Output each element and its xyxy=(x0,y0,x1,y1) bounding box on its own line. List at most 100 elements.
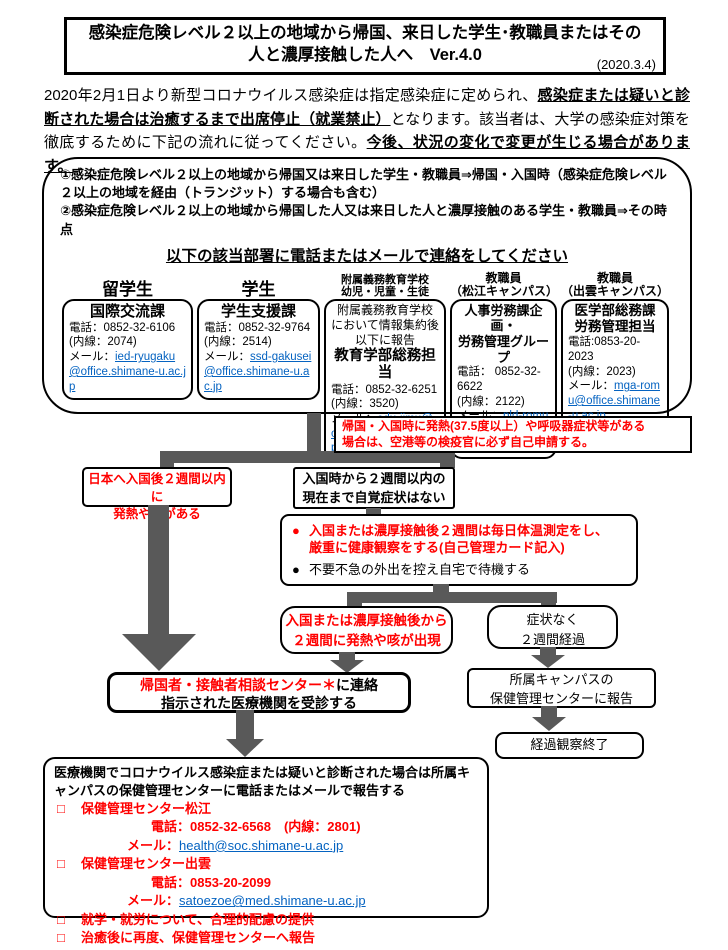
email-label: メール： xyxy=(204,351,250,364)
phone: 電話:0853-20-2023 xyxy=(568,336,641,363)
column-header: 留学生 xyxy=(102,279,153,299)
no-symptom-box: 入国時から２週間以内の 現在まで自覚症状はない xyxy=(293,467,455,509)
connector-drop-right xyxy=(541,602,556,606)
connector-drop-right xyxy=(440,462,455,468)
down-arrow xyxy=(236,710,254,740)
email-label: メール： xyxy=(127,837,180,853)
connector-stem xyxy=(366,508,381,515)
matsue-phone: 電話：0852-32-6568 (内線：2801) xyxy=(151,819,361,835)
email-label: メール： xyxy=(69,351,115,364)
column-header: 附属義務教育学校 幼児・児童・生徒 xyxy=(341,274,429,299)
down-arrow xyxy=(339,652,355,661)
bullet-square-icon: □ xyxy=(57,800,65,816)
column-header: 教職員 （松江キャンパス） xyxy=(450,270,559,299)
intro-text-2-emphasis: 感染症または疑いと診断された場合は治癒するまで出席停止（就業禁止） xyxy=(44,87,690,128)
airport-warning-box: 帰国・入国時に発熱(37.5度以上）や呼吸器症状等がある 場合は、空港等の検疫官… xyxy=(334,416,692,454)
down-arrow-head xyxy=(531,655,565,668)
extension: (内線：2514) xyxy=(204,336,272,349)
down-arrow xyxy=(541,706,557,718)
dept-name: 学生支援課 xyxy=(220,302,296,320)
intro-text-3: となります。該当者は、大学の感染症対策を徹底するために下記の流れに従ってください… xyxy=(44,110,690,152)
accommodation-item: □ 就学・就労について、合理的配慮の提供 xyxy=(54,911,478,929)
consult-center-box: 帰国者・接触者相談センター＊に連絡 指示された医療機関を受診する xyxy=(107,672,411,713)
phone: 電話：0852-32-6106 xyxy=(69,321,176,334)
health-center-matsue-item: □ 保健管理センター松江 xyxy=(54,800,478,818)
extension: (内線：2074) xyxy=(69,336,137,349)
report-note: において情報集約後 xyxy=(331,317,439,332)
bullet-square-icon: □ xyxy=(57,911,65,927)
contact-card-staff-izumo: 医学部総務課 労務管理担当 電話:0853-20-2023 (内線：2023) … xyxy=(561,298,669,430)
bullet-dot-icon: ● xyxy=(292,523,300,538)
email-label: メール： xyxy=(568,380,614,393)
contact-card-international: 国際交流課 電話：0852-32-6106 (内線：2074) メール：ied-… xyxy=(62,298,193,401)
airport-warning-line-1: 帰国・入国時に発熱(37.5度以上）や呼吸器症状等がある xyxy=(342,419,646,433)
title-box: 感染症危険レベル２以上の地域から帰国、来日した学生･教職員またはその 人と濃厚接… xyxy=(64,17,666,75)
dept-name: 教育学部総務担当 xyxy=(334,347,436,382)
final-report-box: 医療機関でコロナウイルス感染症または疑いと診断された場合は所属キャンパスの保健管… xyxy=(43,757,489,945)
bullet-square-icon: □ xyxy=(57,856,65,872)
health-center-izumo-item: □ 保健管理センター出雲 xyxy=(54,855,478,873)
email-link-izumo[interactable]: satoezoe@med.shimane-u.ac.jp xyxy=(179,893,366,909)
observation-rules-box: ● 入国または濃厚接触後２週間は毎日体温測定をし、 厳重に健康観察をする(自己管… xyxy=(280,514,638,586)
final-report-title: 医療機関でコロナウイルス感染症または疑いと診断された場合は所属キャンパスの保健管… xyxy=(54,765,471,798)
eligibility-item-1: ①感染症危険レベル２以上の地域から帰国又は来日した学生・教職員⇒帰国・入国時（感… xyxy=(60,167,667,201)
dept-name: 国際交流課 xyxy=(89,302,165,320)
column-header: 学生 xyxy=(241,279,276,299)
phone: 電話：0852-32-9764 xyxy=(204,321,311,334)
column-header: 教職員 （出雲キャンパス） xyxy=(561,270,670,299)
contact-card-students: 学生支援課 電話：0852-32-9764 (内線：2514) メール：ssd-… xyxy=(197,298,320,401)
extension: (内線：2122) xyxy=(457,395,525,408)
extension: (内線：3520) xyxy=(331,398,399,411)
down-arrow-head xyxy=(330,660,364,673)
phone: 電話： 0852-32-6622 xyxy=(457,366,541,393)
title-line-1: 感染症危険レベル２以上の地域から帰国、来日した学生･教職員またはその xyxy=(88,24,642,42)
matsue-mail-row: メール：health@soc.shimane-u.ac.jp xyxy=(54,837,478,855)
connector-drop-left xyxy=(347,602,362,607)
report-note: 以下に報告 xyxy=(354,332,415,347)
title-line-2: 人と濃厚接触した人へ Ver.4.0 xyxy=(248,45,482,64)
report-after-recovery-item: □ 治癒後に再度、保健管理センターへ報告 xyxy=(54,929,478,947)
column-students: 学生 学生支援課 電話：0852-32-9764 (内線：2514) メール：s… xyxy=(197,268,320,401)
version-date: (2020.3.4) xyxy=(596,56,656,72)
dept-name: 人事労務課企画・ xyxy=(464,302,543,334)
dept-name: 労務管理グループ xyxy=(457,333,549,365)
contact-heading: 以下の該当部署に電話またはメールで連絡をしてください xyxy=(165,247,569,265)
izumo-mail-row: メール：satoezoe@med.shimane-u.ac.jp xyxy=(54,892,478,910)
big-down-arrow xyxy=(148,505,169,635)
column-staff-izumo: 教職員 （出雲キャンパス） 医学部総務課 労務管理担当 電話:0853-20-2… xyxy=(561,268,669,430)
dept-name: 医学部総務課 xyxy=(574,302,656,318)
cleared-box: 症状なく ２週間経過 xyxy=(487,605,618,649)
email-label: メール： xyxy=(127,893,180,909)
extension: (内線：2023) xyxy=(568,365,636,378)
end-observation-box: 経過観察終了 xyxy=(495,732,644,759)
symptom-box: 日本へ入国後２週間以内に 発熱や咳がある xyxy=(82,467,232,521)
connector-branch-bar xyxy=(160,451,455,463)
consult-center-name: 帰国者・接触者相談センター＊ xyxy=(140,677,336,693)
big-down-arrow-head xyxy=(122,634,196,671)
onset-box: 入国または濃厚接触後から ２週間に発熱や咳が出現 xyxy=(280,606,453,654)
report-note: 附属義務教育学校 xyxy=(336,302,433,317)
eligibility-item-2: ②感染症危険レベル２以上の地域から帰国した人又は来日した人と濃厚接触のある学生・… xyxy=(60,203,667,237)
down-arrow xyxy=(540,647,556,656)
observation-rule-1: ● 入国または濃厚接触後２週間は毎日体温測定をし、 厳重に健康観察をする(自己管… xyxy=(292,523,609,555)
connector-stem xyxy=(307,413,321,452)
observation-rule-2: ● 不要不急の外出を控え自宅で待機する xyxy=(292,561,531,577)
airport-warning-line-2: 場合は、空港等の検疫官に必ず自己申請する。 xyxy=(342,434,595,449)
down-arrow-head xyxy=(226,739,264,757)
email-link-students[interactable]: ssd-gakusei@office.shimane-u.ac.jp xyxy=(204,351,312,393)
phone: 電話：0852-32-6251 xyxy=(331,383,438,396)
dept-name: 労務管理担当 xyxy=(574,318,656,334)
connector-drop-left xyxy=(160,462,174,468)
connector-branch-bar xyxy=(347,592,557,603)
eligibility-contacts-box: ①感染症危険レベル２以上の地域から帰国又は来日した学生・教職員⇒帰国・入国時（感… xyxy=(42,157,692,463)
email-link-matsue[interactable]: health@soc.shimane-u.ac.jp xyxy=(179,837,344,853)
email-link-international[interactable]: ied-ryugaku@office.shimane-u.ac.jp xyxy=(69,351,186,393)
connector-stem xyxy=(433,584,449,593)
intro-text-1: 2020年2月1日より新型コロナウイルス感染症は指定感染症に定められ、 xyxy=(44,87,538,104)
report-health-center-box: 所属キャンパスの 保健管理センターに報告 xyxy=(467,668,656,708)
column-international-students: 留学生 国際交流課 電話：0852-32-6106 (内線：2074) メール：… xyxy=(62,268,193,401)
izumo-phone: 電話：0853-20-2099 xyxy=(151,874,271,890)
bullet-square-icon: □ xyxy=(57,930,65,946)
down-arrow-head xyxy=(532,717,566,731)
